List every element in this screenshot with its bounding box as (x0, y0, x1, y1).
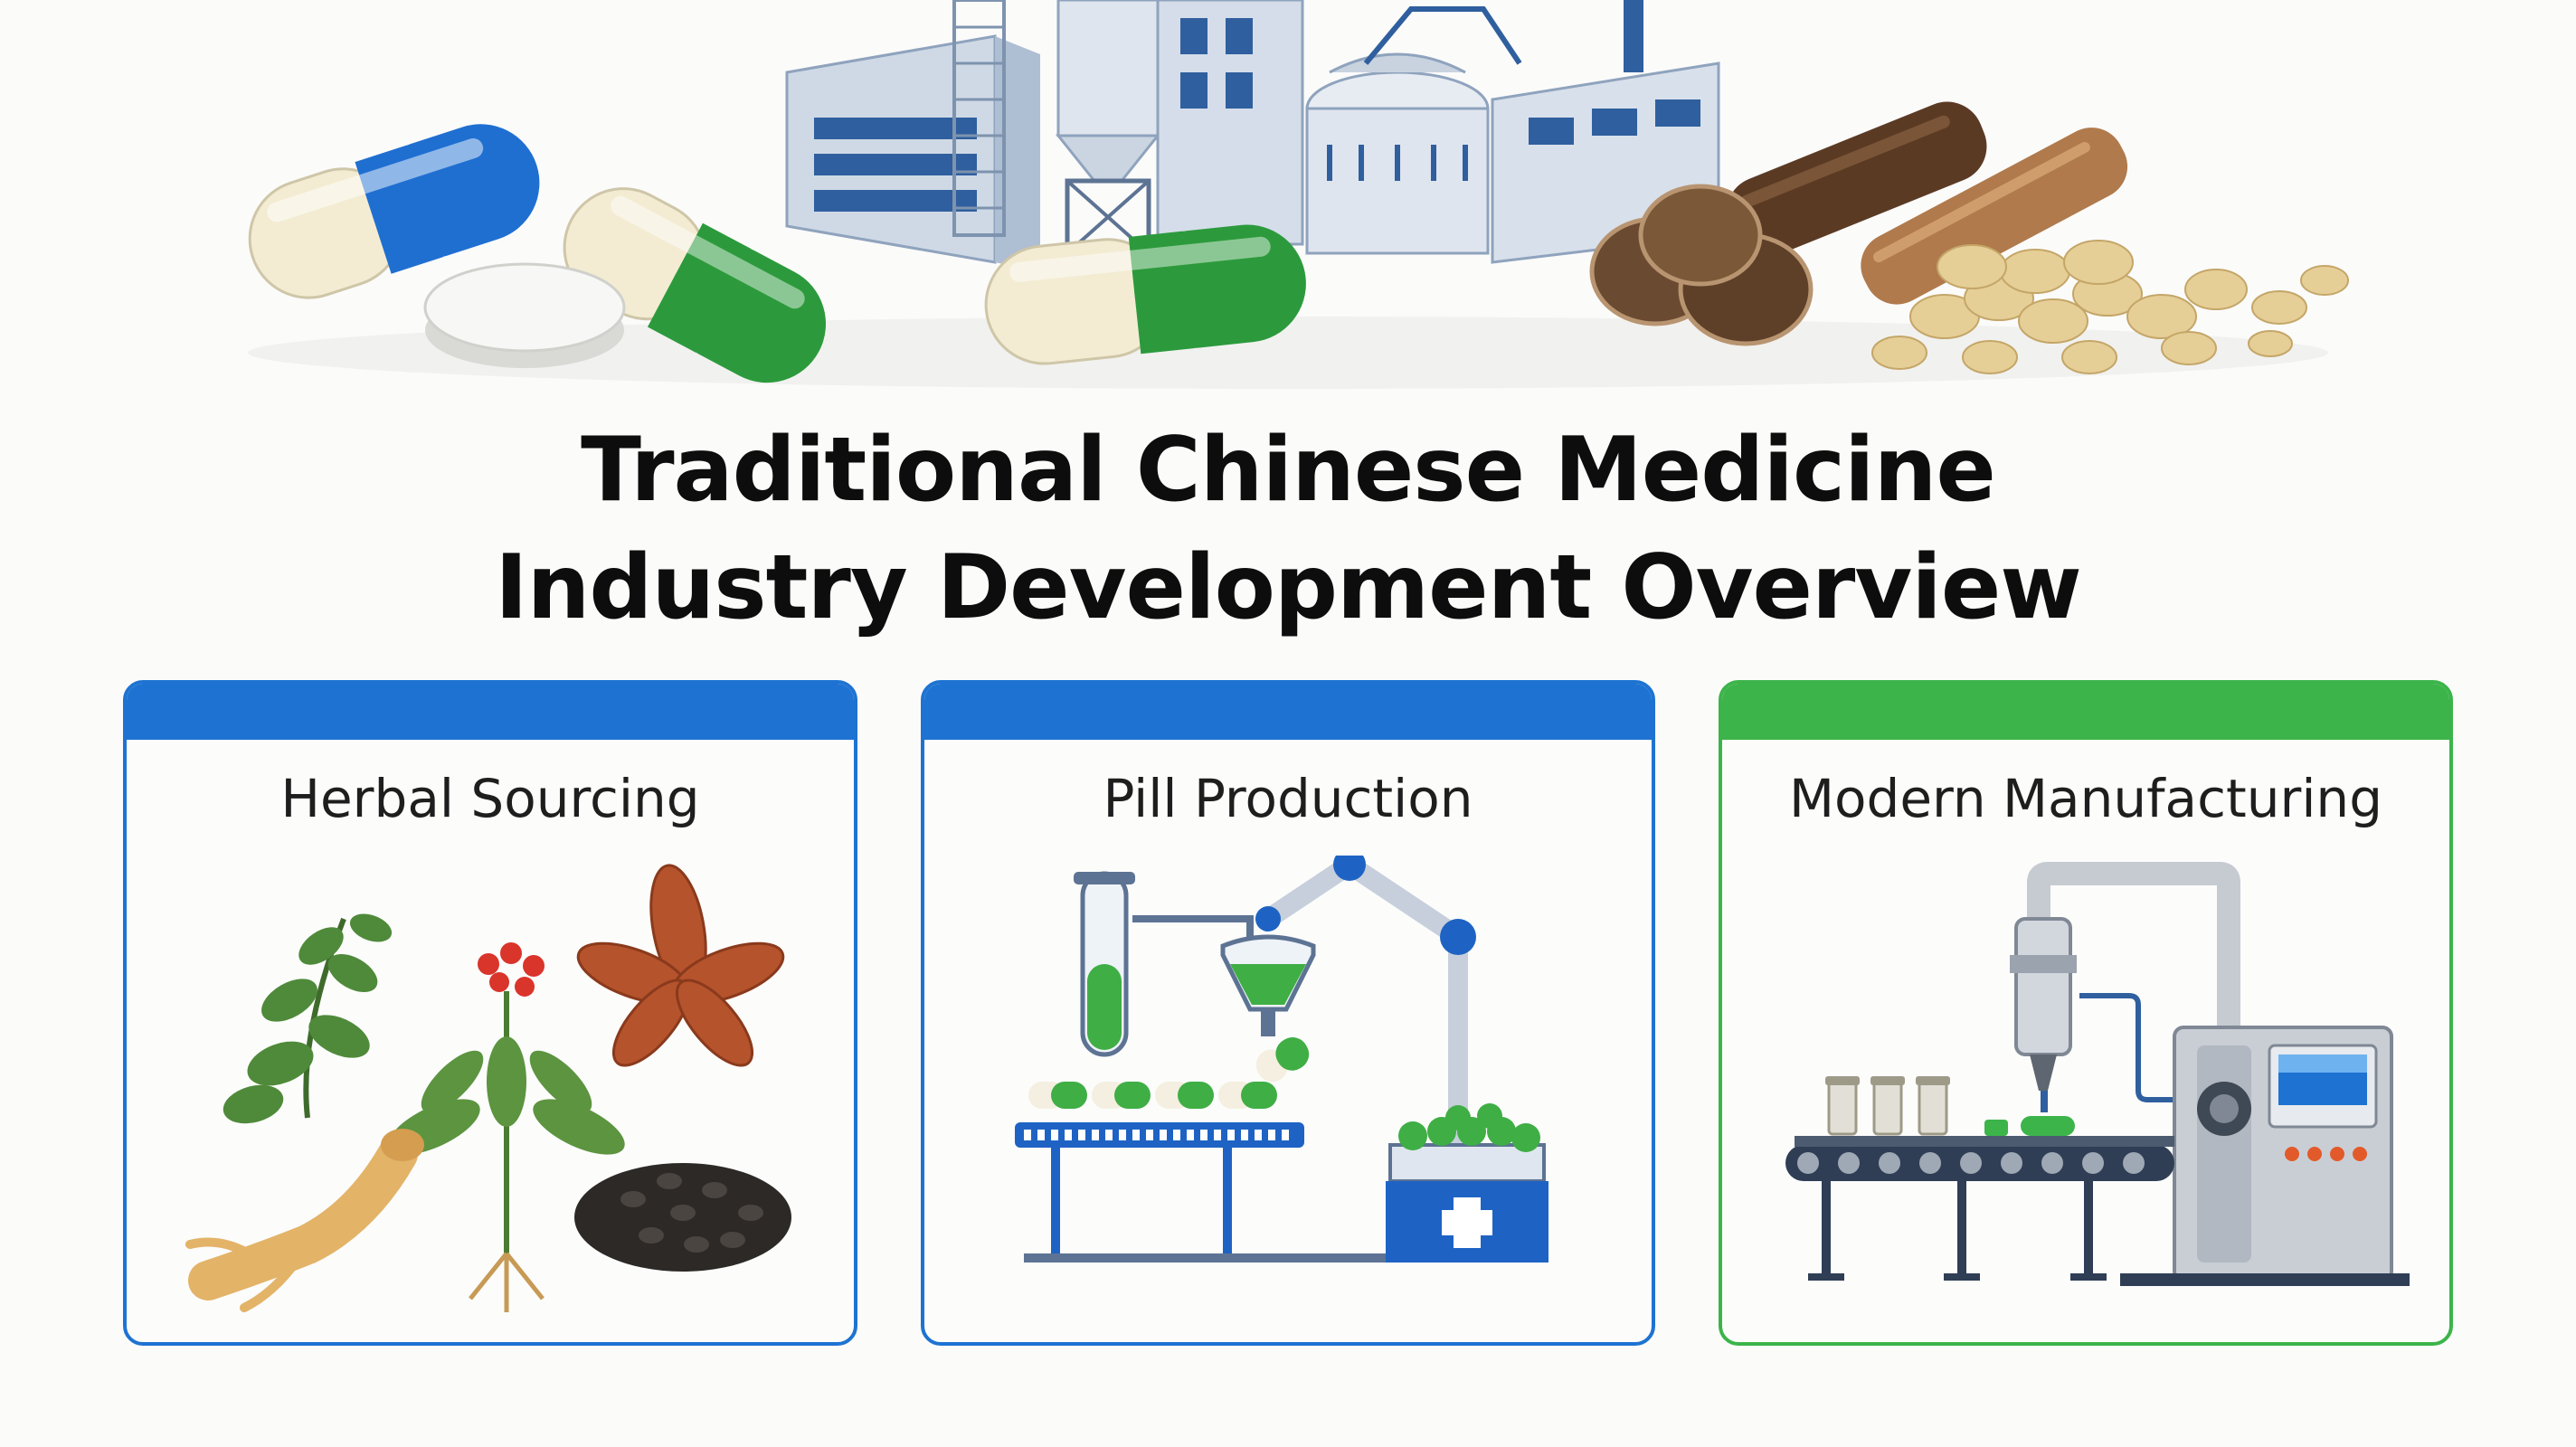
robot-arm-icon (1255, 856, 1476, 1172)
page-title: Traditional Chinese Medicine Industry De… (0, 411, 2576, 647)
ginseng-root-icon (185, 1129, 424, 1312)
herb-sprig-icon (223, 913, 393, 1124)
test-tube-icon (1074, 871, 1135, 1057)
conveyor-belt-icon (1785, 1136, 2174, 1281)
card-header-bar (1722, 684, 2449, 740)
falling-capsule-icon (1255, 1037, 1310, 1083)
medicine-container-icon (1386, 1103, 1548, 1263)
card-header-bar (924, 684, 1652, 740)
herbs-illustration (185, 864, 791, 1312)
herbal-roots-icon (1589, 101, 2349, 374)
title-line-1: Traditional Chinese Medicine (581, 419, 1996, 522)
card-modern-manufacturing: Modern Manufacturing (1719, 680, 2453, 1346)
capsule-icon (248, 124, 1306, 383)
factory-icon (785, 0, 1720, 271)
card-label: Modern Manufacturing (1788, 768, 2383, 829)
title-line-2: Industry Development Overview (495, 536, 2082, 639)
dried-leaves-icon (576, 864, 785, 1067)
black-seeds-icon (574, 1163, 791, 1272)
funnel-icon (1220, 934, 1316, 1036)
green-tablets-icon (1984, 1116, 2075, 1136)
card-pill-production: Pill Production (921, 680, 1655, 1346)
card-label: Pill Production (1103, 768, 1473, 829)
card-label: Herbal Sourcing (280, 768, 700, 829)
hero-illustration (248, 0, 2349, 389)
pipe-icon (2027, 862, 2240, 1102)
conveyor-icon (1015, 1082, 1494, 1263)
card-header-bar (127, 684, 854, 740)
machine-cabinet-icon (2120, 1026, 2410, 1286)
manufacturing-machine-illustration (1785, 862, 2410, 1286)
bottles-icon (1825, 1076, 1950, 1136)
press-head-icon (2010, 917, 2077, 1112)
ginseng-plant-icon (388, 942, 625, 1312)
card-herbal-sourcing: Herbal Sourcing (123, 680, 857, 1346)
pill-production-illustration (1015, 856, 1548, 1263)
tablet-icon (423, 262, 626, 368)
